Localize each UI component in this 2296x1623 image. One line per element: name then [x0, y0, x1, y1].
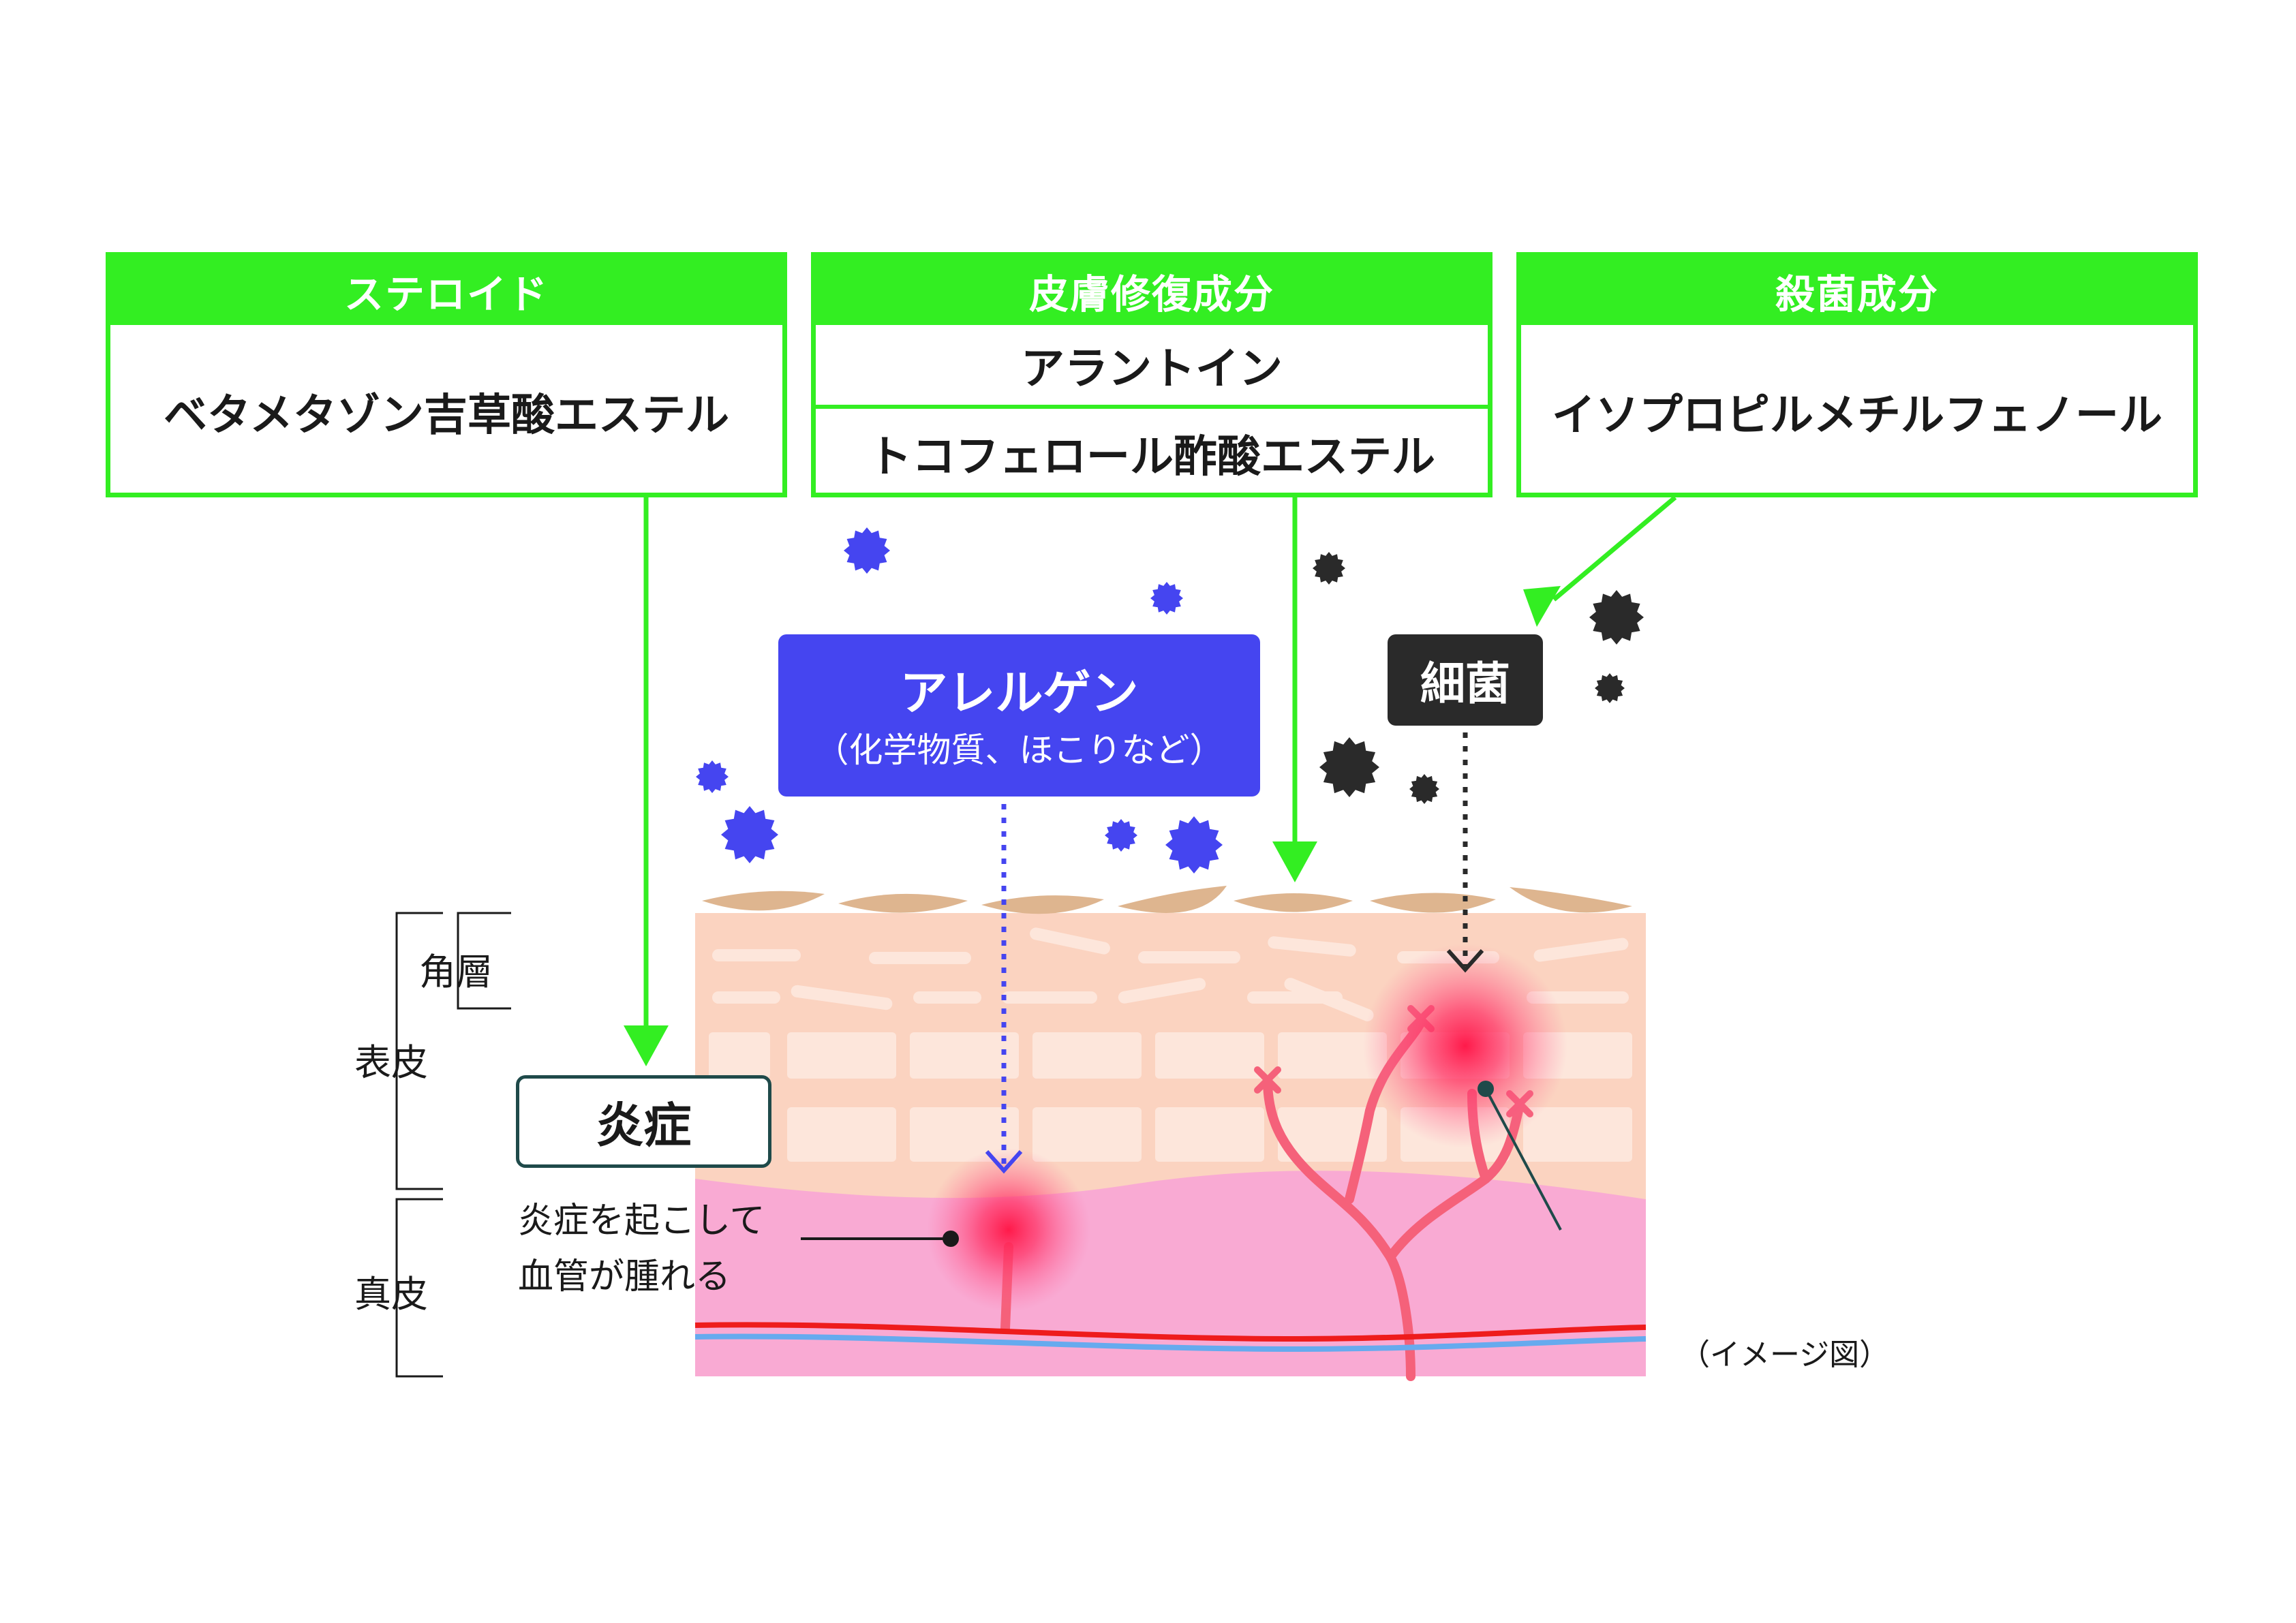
bacteria-particles — [1313, 552, 1644, 804]
epidermis-label: 表皮 — [354, 1041, 428, 1084]
inflammation-label: 炎症 — [516, 1075, 771, 1168]
image-caption: （イメージ図） — [1680, 1338, 1890, 1372]
allergen-particle — [1165, 816, 1223, 874]
skin-repair-ingredient-1: アラントイン — [1021, 343, 1283, 395]
inflammation-glow-dermis — [927, 1148, 1090, 1312]
allergen-particles — [696, 527, 1223, 874]
stratum-corneum-flakes — [702, 886, 1632, 914]
inflammation-note-line-1: 炎症を起こして — [518, 1201, 765, 1241]
antibacterial-box: 殺菌成分 イソプロピルメチルフェノール — [1516, 252, 2198, 497]
pointer-lines — [801, 1081, 1562, 1247]
skin-repair-ingredient-2: トコフェロール酢酸エステル — [868, 432, 1435, 482]
skin-repair-box: 皮膚修復成分 アラントイン トコフェロール酢酸エステル — [811, 252, 1493, 497]
skin-cross-section — [694, 886, 1647, 1381]
allergen-particle — [844, 527, 890, 574]
allergen-particle — [721, 806, 778, 863]
allergen-particle — [696, 760, 729, 793]
antibacterial-header: 殺菌成分 — [1521, 257, 2193, 325]
bacteria-particle — [1589, 590, 1644, 645]
artery — [694, 1322, 1647, 1342]
box-divider — [816, 405, 1488, 409]
bacteria-particle — [1595, 673, 1625, 703]
green-arrows — [643, 495, 1677, 1036]
bacteria-particle — [1313, 552, 1345, 585]
steroid-box: ステロイド ベタメタゾン吉草酸エステル — [106, 252, 787, 497]
allergen-subtitle: （化学物質、ほこりなど） — [814, 730, 1224, 770]
dermis-label: 真皮 — [354, 1273, 428, 1316]
allergen-particle — [1150, 582, 1183, 615]
allergen-particle — [1105, 819, 1137, 852]
dotted-arrows — [985, 732, 1484, 1174]
vein — [694, 1333, 1647, 1352]
steroid-ingredient: ベタメタゾン吉草酸エステル — [163, 390, 730, 441]
steroid-header: ステロイド — [110, 257, 782, 325]
allergen-label: アレルゲン （化学物質、ほこりなど） — [778, 634, 1260, 797]
green-arrowheads — [624, 586, 1561, 1066]
allergen-title: アレルゲン — [900, 665, 1139, 721]
skin-repair-header: 皮膚修復成分 — [816, 257, 1488, 325]
bacteria-label: 細菌 — [1388, 634, 1543, 726]
bacteria-particle — [1409, 774, 1439, 804]
inflammation-glow-epidermis — [1363, 944, 1567, 1148]
inflammation-note-line-2: 血管が腫れる — [518, 1256, 731, 1297]
stratum-corneum-label: 角層 — [419, 950, 493, 993]
bacteria-particle — [1319, 737, 1379, 797]
antibacterial-ingredient: イソプロピルメチルフェノール — [1552, 390, 2162, 441]
layer-brackets — [395, 912, 511, 1378]
